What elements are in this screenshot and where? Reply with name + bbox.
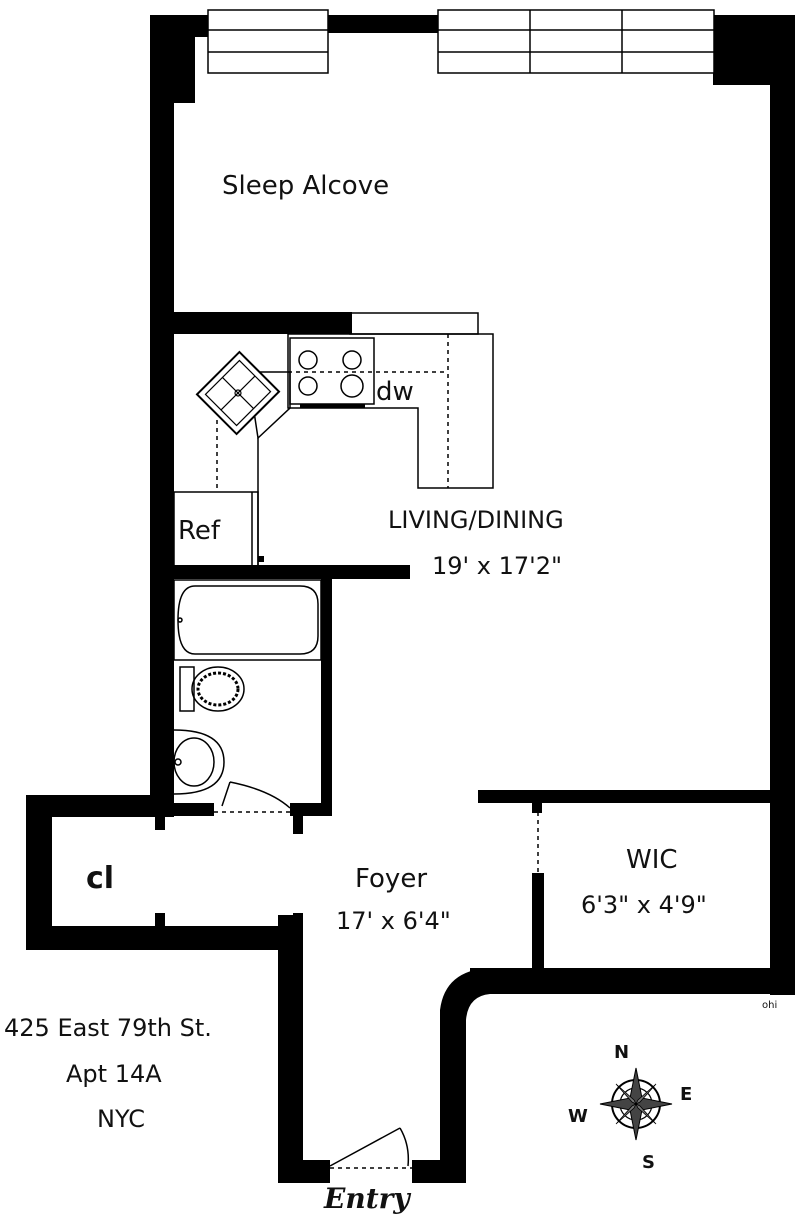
entry-label: Entry — [323, 1182, 411, 1215]
stove-icon — [289, 337, 375, 408]
living-dining-label: LIVING/DINING — [388, 506, 564, 534]
window-left — [207, 9, 329, 74]
watermark: ohi — [762, 1000, 777, 1011]
address-line-3: NYC — [97, 1105, 145, 1133]
sleep-alcove-label: Sleep Alcove — [222, 171, 389, 201]
living-dining-dimensions: 19' x 17'2" — [432, 552, 562, 580]
compass-rose-icon — [599, 1067, 673, 1141]
windows — [207, 9, 715, 74]
foyer-label: Foyer — [355, 864, 427, 894]
refrigerator-icon — [173, 491, 264, 567]
bathroom-sink-icon — [173, 729, 225, 795]
window-right — [437, 9, 715, 74]
address-line-2: Apt 14A — [66, 1060, 162, 1088]
bathroom-door-icon — [214, 781, 291, 813]
compass-south-label: S — [642, 1152, 655, 1173]
interior-walls — [150, 312, 795, 970]
wic-dimensions: 6'3" x 4'9" — [581, 891, 707, 919]
closet-label: cl — [86, 861, 114, 896]
kitchen — [173, 312, 494, 567]
toilet-icon — [179, 666, 245, 712]
wic-label: WIC — [626, 845, 678, 875]
compass-west-label: W — [568, 1106, 588, 1127]
address-line-1: 425 East 79th St. — [4, 1014, 212, 1042]
bathtub-icon — [173, 579, 322, 661]
exterior-walls — [26, 15, 795, 1183]
compass-east-label: E — [680, 1084, 692, 1105]
bathroom — [173, 579, 322, 813]
sink-icon — [195, 350, 281, 436]
refrigerator-label: Ref — [178, 516, 221, 546]
compass-north-label: N — [614, 1042, 629, 1063]
foyer-dimensions: 17' x 6'4" — [336, 907, 451, 935]
entry-door-icon — [329, 1127, 412, 1169]
dishwasher-label: dw — [376, 377, 414, 407]
